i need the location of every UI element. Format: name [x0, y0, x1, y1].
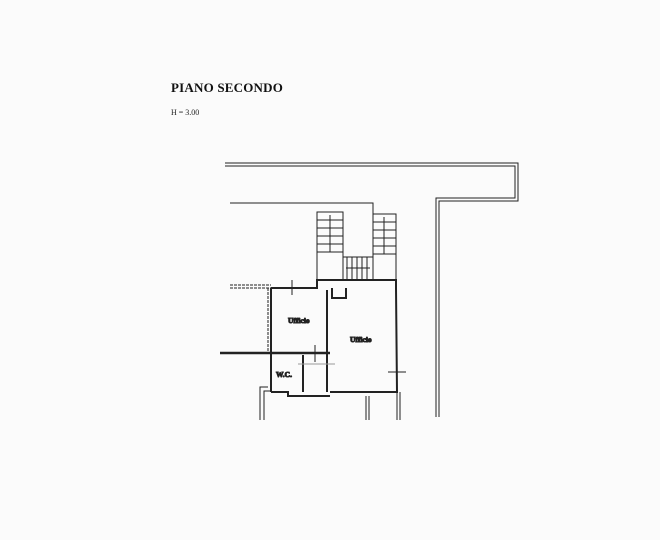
staircase-right	[372, 213, 397, 281]
staircase-left	[316, 211, 344, 281]
room-label-ufficio-right: Ufficio	[350, 335, 372, 344]
terrace-boundary	[225, 162, 519, 417]
ceiling-height-label: H = 3.00	[171, 108, 200, 117]
floor-title: PIANO SECONDO	[171, 80, 284, 95]
outer-walls	[230, 280, 406, 420]
room-label-wc: W.C.	[276, 370, 292, 379]
room-label-ufficio-left: Ufficio	[288, 316, 310, 325]
stair-landing	[342, 256, 374, 281]
building-outline	[230, 202, 374, 214]
